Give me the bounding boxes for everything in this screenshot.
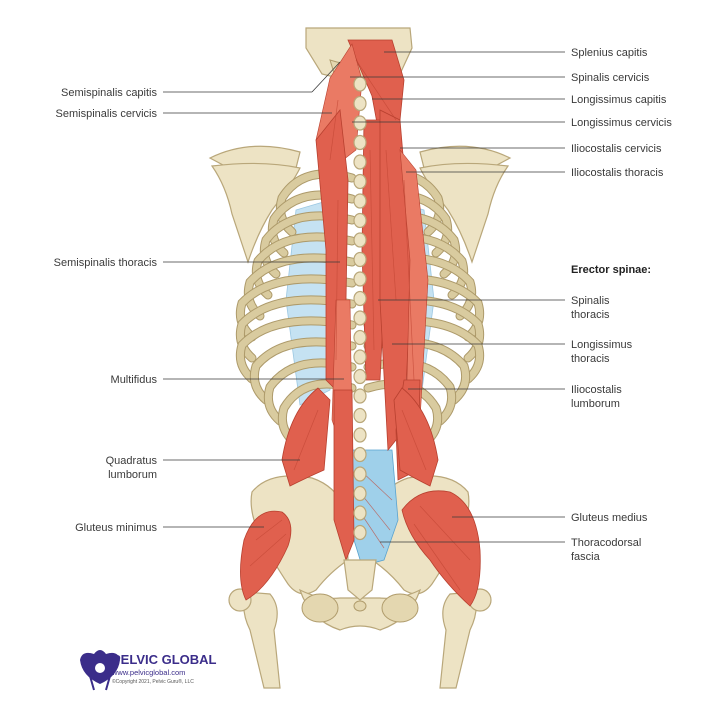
rib-left-fill <box>252 233 356 299</box>
vertebra <box>353 290 367 307</box>
label-semispinalis-capitis: Semispinalis capitis <box>61 87 157 99</box>
rib-left-fill <box>244 254 356 320</box>
vertebra <box>353 485 367 502</box>
logo-copyright: ©Copyright 2021, Pelvic Guru®, LLC <box>112 678 194 685</box>
scapulae <box>208 145 512 264</box>
gluteus-minimus-muscle <box>240 510 292 601</box>
label-semispinalis-cervicis: Semispinalis cervicis <box>56 108 158 120</box>
muscle-group <box>240 39 481 607</box>
rib-left-fill <box>278 380 356 446</box>
vertebra <box>353 173 367 190</box>
vertebra <box>353 154 367 170</box>
quadratus-lumborum-muscle <box>281 387 331 487</box>
vertebra <box>353 232 367 248</box>
vertebra <box>353 329 367 346</box>
label-quadratus-lumborum-line2: lumborum <box>108 469 157 481</box>
sacrum <box>343 559 377 612</box>
vertebra <box>353 466 367 482</box>
label-semispinalis-thoracis: Semispinalis thoracis <box>54 257 158 269</box>
vertebra <box>353 95 367 112</box>
vertebra <box>353 349 367 365</box>
label-longissimus-cervicis: Longissimus cervicis <box>571 117 672 129</box>
label-longissimus-thoracis-line2: thoracis <box>571 353 610 365</box>
ribs-left <box>235 169 357 447</box>
label-gluteus-minimus: Gluteus minimus <box>75 522 157 534</box>
label-iliocostalis-cervicis: Iliocostalis cervicis <box>571 143 662 155</box>
quadratus-lumborum-right <box>393 387 439 487</box>
vertebra <box>353 115 367 131</box>
vertebra <box>353 524 367 541</box>
label-spinalis-cervicis: Spinalis cervicis <box>571 72 650 84</box>
vertebra <box>353 251 367 268</box>
vertebra <box>353 212 367 229</box>
leader-lines <box>163 51 565 543</box>
label-gluteus-medius: Gluteus medius <box>571 512 648 524</box>
label-longissimus-thoracis-line1: Longissimus <box>571 339 633 351</box>
vertebra <box>353 407 367 424</box>
label-iliocostalis-lumborum-line1: Iliocostalis <box>571 384 622 396</box>
gluteus-medius-muscle <box>401 490 481 607</box>
pelvic-global-logo: PELVIC GLOBAL www.pelvicglobal.com ©Copy… <box>80 650 217 691</box>
vertebra <box>353 505 367 521</box>
label-iliocostalis-lumborum-line2: lumborum <box>571 398 620 410</box>
labels-right: Splenius capitis Spinalis cervicis Longi… <box>571 47 672 563</box>
vertebra <box>353 310 367 326</box>
logo-url: www.pelvicglobal.com <box>111 668 185 677</box>
vertebra <box>353 446 367 463</box>
rib-left-fill <box>250 338 356 404</box>
label-multifidus: Multifidus <box>111 374 158 386</box>
vertebra <box>353 368 367 385</box>
label-thoracodorsal-fascia-line1: Thoracodorsal <box>571 537 641 549</box>
rib-left-fill <box>236 317 356 383</box>
vertebra <box>353 427 367 443</box>
vertebra <box>353 76 367 92</box>
vertebra <box>353 193 367 209</box>
vertebra <box>353 388 367 404</box>
logo-name: PELVIC GLOBAL <box>112 652 217 667</box>
vertebra <box>353 271 367 287</box>
label-quadratus-lumborum-line1: Quadratus <box>106 455 158 467</box>
labels-left: Semispinalis capitis Semispinalis cervic… <box>54 87 158 534</box>
pelvis-logo-icon <box>80 650 120 691</box>
label-thoracodorsal-fascia-line2: fascia <box>571 551 601 563</box>
label-splenius-capitis: Splenius capitis <box>571 47 648 59</box>
erector-lower-left <box>333 389 355 562</box>
rib-left-fill <box>264 359 356 425</box>
label-spinalis-thoracis-line1: Spinalis <box>571 295 610 307</box>
erector-spinae-header: Erector spinae: <box>571 264 651 276</box>
label-spinalis-thoracis-line2: thoracis <box>571 309 610 321</box>
vertebra <box>353 134 367 151</box>
label-iliocostalis-thoracis: Iliocostalis thoracis <box>571 167 664 179</box>
vertebral-column <box>353 76 367 541</box>
label-longissimus-capitis: Longissimus capitis <box>571 94 667 106</box>
